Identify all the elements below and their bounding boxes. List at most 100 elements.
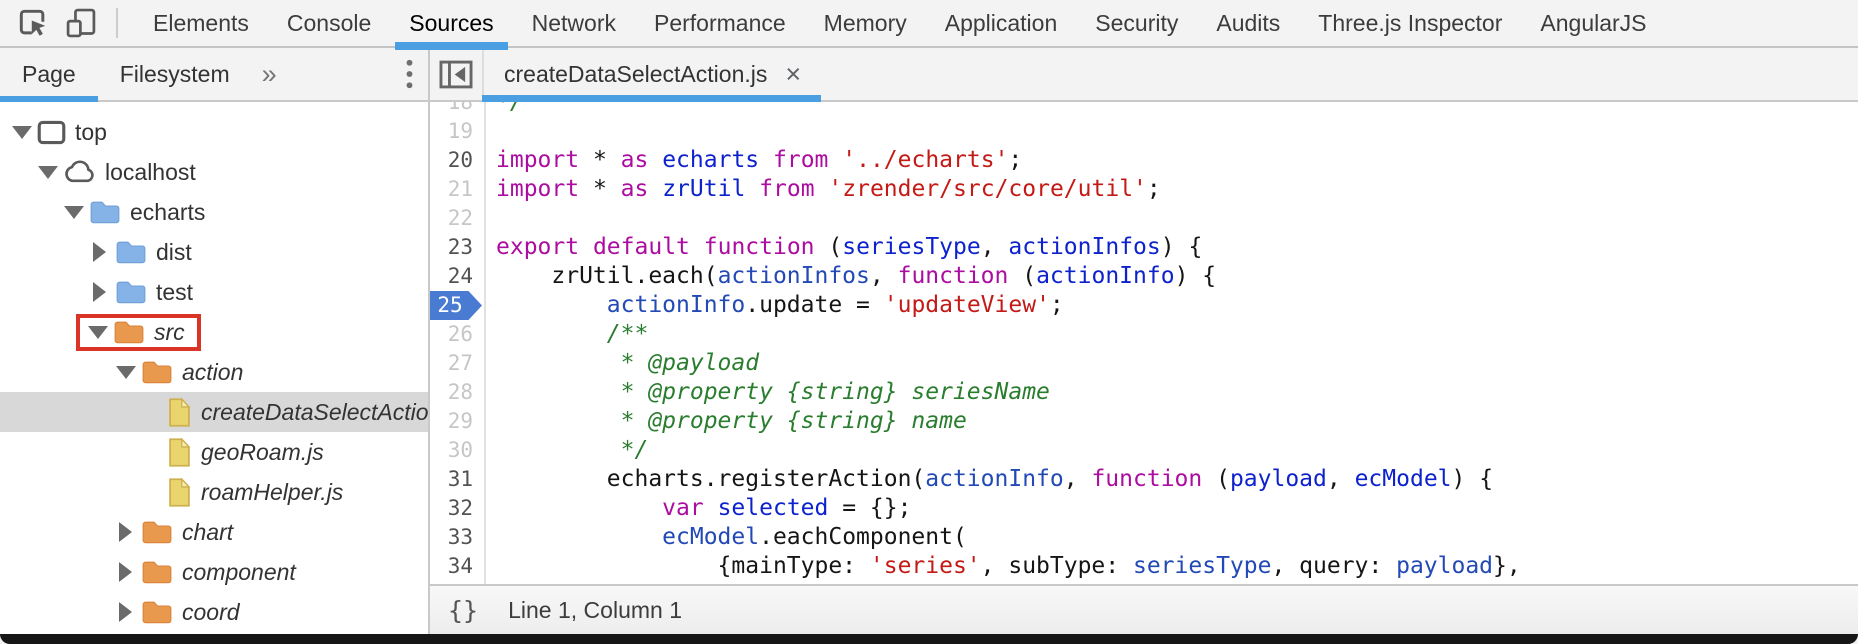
chevron-down-icon[interactable] — [112, 365, 139, 379]
cloud-icon — [63, 160, 96, 184]
chevron-down-icon[interactable] — [34, 165, 61, 179]
navigator-tab-filesystem[interactable]: Filesystem — [119, 60, 230, 87]
code-line-33: 33 ecModel.eachComponent( — [430, 523, 1858, 552]
tree-item-echarts[interactable]: echarts — [0, 192, 428, 232]
tree-item-label: top — [75, 118, 107, 145]
code-line-34: 34 {mainType: 'series', subType: seriesT… — [430, 552, 1858, 581]
device-toolbar-icon[interactable] — [64, 6, 98, 40]
code-token: {mainType: — [496, 553, 870, 579]
tree-item-chart[interactable]: chart — [0, 512, 428, 552]
code-token: function — [718, 582, 829, 584]
folder-icon — [141, 359, 173, 385]
code-token: ( — [828, 582, 856, 584]
chevron-down-icon[interactable] — [84, 325, 111, 339]
hide-navigator-icon[interactable] — [430, 48, 482, 100]
line-number[interactable]: 29 — [430, 407, 486, 436]
tree-item-label: action — [182, 358, 244, 385]
code-token — [828, 147, 842, 173]
tree-item-dist[interactable]: dist — [0, 232, 428, 272]
chevron-right-icon[interactable] — [112, 602, 139, 622]
chevron-right-icon[interactable] — [112, 562, 139, 582]
tree-item-createdataselectaction-js[interactable]: createDataSelectAction.js — [0, 392, 428, 432]
line-number[interactable]: 18 — [430, 102, 486, 117]
tree-item-action[interactable]: action — [0, 352, 428, 392]
inspect-element-icon[interactable] — [16, 6, 50, 40]
close-icon[interactable]: × — [785, 58, 802, 89]
tree-item-label: geoRoam.js — [201, 438, 324, 465]
code-token: ( — [1008, 263, 1037, 289]
kebab-menu-icon[interactable] — [405, 58, 414, 90]
code-token: /** — [606, 321, 649, 347]
line-number[interactable]: 30 — [430, 436, 486, 465]
code-token: * — [579, 147, 621, 173]
main-tab-memory[interactable]: Memory — [823, 9, 907, 36]
code-token: ) { — [1174, 263, 1217, 289]
breakpoint-line-number[interactable]: 2525 — [430, 291, 486, 320]
code-text — [486, 117, 496, 146]
frame-icon — [37, 120, 66, 145]
code-line-18: 18*/ — [430, 102, 1858, 117]
main-tab-console[interactable]: Console — [286, 9, 372, 36]
line-number[interactable]: 28 — [430, 378, 486, 407]
line-number[interactable]: 26 — [430, 320, 486, 349]
tree-item-test[interactable]: test — [0, 272, 428, 312]
tree-item-georoam-js[interactable]: geoRoam.js — [0, 432, 428, 472]
toolbar-divider — [116, 8, 118, 38]
line-number[interactable]: 24 — [430, 262, 486, 291]
line-number[interactable]: 31 — [430, 465, 486, 494]
main-tab-network[interactable]: Network — [531, 9, 616, 36]
code-token: * @property {string} seriesName — [496, 379, 1050, 405]
line-number[interactable]: 35 — [430, 581, 486, 584]
main-tab-three-js-inspector[interactable]: Three.js Inspector — [1318, 9, 1503, 36]
tree-item-content: createDataSelectAction.js — [138, 397, 428, 428]
main-tab-angularjs[interactable]: AngularJS — [1540, 9, 1647, 36]
line-number[interactable]: 27 — [430, 349, 486, 378]
main-tab-performance[interactable]: Performance — [654, 9, 786, 36]
code-token: ; — [1146, 176, 1161, 202]
code-text: * @property {string} seriesName — [486, 378, 1050, 407]
main-tab-audits[interactable]: Audits — [1216, 9, 1281, 36]
navigator-tab-page[interactable]: Page — [0, 48, 98, 102]
line-number[interactable]: 19 — [430, 117, 486, 146]
chevron-right-icon[interactable] — [112, 522, 139, 542]
code-token — [704, 495, 718, 521]
chevron-right-icon[interactable] — [86, 282, 113, 302]
tree-item-label: createDataSelectAction.js — [201, 398, 428, 425]
line-number[interactable]: 34 — [430, 552, 486, 581]
line-number[interactable]: 21 — [430, 175, 486, 204]
overflow-chevron-icon[interactable]: » — [261, 58, 277, 89]
tree-item-localhost[interactable]: localhost — [0, 152, 428, 192]
line-number[interactable]: 20 — [430, 146, 486, 175]
line-number[interactable]: 32 — [430, 494, 486, 523]
tree-item-content: echarts — [60, 199, 209, 226]
tree-item-component[interactable]: component — [0, 552, 428, 592]
code-token: = {}; — [828, 495, 912, 521]
code-token: ) { — [1451, 466, 1494, 492]
main-tab-application[interactable]: Application — [944, 9, 1058, 36]
tree-item-top[interactable]: top — [0, 112, 428, 152]
code-token: function — [897, 263, 1009, 289]
code-token: payload — [1396, 553, 1494, 579]
tree-item-coord[interactable]: coord — [0, 592, 428, 632]
line-number[interactable]: 23 — [430, 233, 486, 262]
main-tab-sources[interactable]: Sources — [390, 0, 512, 50]
main-tab-elements[interactable]: Elements — [153, 9, 249, 36]
line-number[interactable]: 33 — [430, 523, 486, 552]
code-text: import * as zrUtil from 'zrender/src/cor… — [486, 175, 1161, 204]
tree-item-roamhelper-js[interactable]: roamHelper.js — [0, 472, 428, 512]
chevron-down-icon[interactable] — [60, 205, 87, 219]
code-line-19: 19 — [430, 117, 1858, 146]
main-tab-security[interactable]: Security — [1095, 9, 1179, 36]
tree-item-src[interactable]: src — [0, 312, 428, 352]
execution-badge[interactable]: 25 — [430, 291, 482, 320]
code-token: function — [703, 234, 815, 260]
file-tab-createDataSelectAction[interactable]: createDataSelectAction.js × — [482, 48, 822, 102]
code-token: */ — [496, 437, 649, 463]
chevron-down-icon[interactable] — [8, 125, 35, 139]
chevron-right-icon[interactable] — [86, 242, 113, 262]
pretty-print-icon[interactable]: {} — [448, 595, 479, 625]
line-number[interactable]: 22 — [430, 204, 486, 233]
